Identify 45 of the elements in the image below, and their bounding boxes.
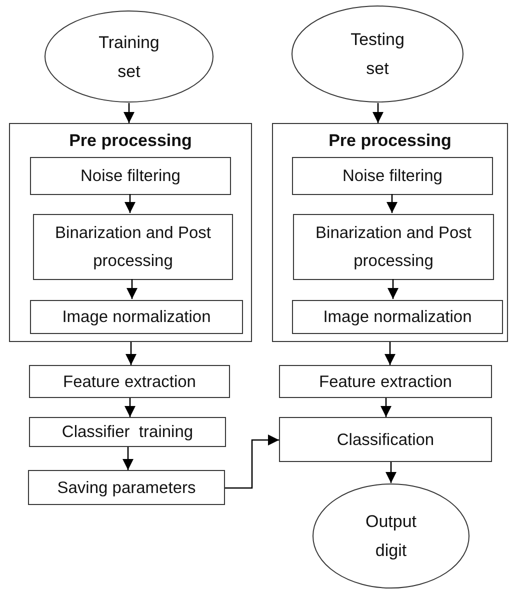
- node-label: Output digit: [364, 511, 418, 562]
- arrow: [386, 462, 396, 483]
- group-box: [9, 123, 252, 342]
- node-label: Training set: [98, 32, 160, 82]
- process-box: [29, 417, 226, 447]
- node-label: Classification: [336, 430, 434, 450]
- arrow: [386, 194, 398, 213]
- group-box: [272, 123, 508, 342]
- process-box: [30, 300, 243, 334]
- node-label: Binarization and Post processing: [54, 223, 212, 272]
- node-label: Feature extraction: [319, 372, 452, 392]
- arrow: [124, 194, 136, 213]
- node-label: Noise filtering: [342, 166, 442, 187]
- arrow: [124, 103, 134, 123]
- arrow: [122, 447, 134, 470]
- arrow: [126, 279, 138, 299]
- arrow: [388, 279, 398, 299]
- arrow: [124, 398, 136, 417]
- node-label: Image normalization: [62, 307, 211, 328]
- node-label: Image normalization: [323, 307, 472, 328]
- node-label: Binarization and Post processing: [314, 223, 472, 272]
- node-label: Saving parameters: [57, 478, 196, 498]
- arrow: [126, 342, 136, 365]
- arrow: [225, 434, 279, 489]
- group-heading: Pre processing: [328, 130, 452, 152]
- process-box: [279, 417, 492, 462]
- terminal-ellipse: [44, 10, 214, 103]
- process-box: [279, 365, 492, 398]
- arrow: [384, 342, 396, 365]
- process-box: [292, 157, 493, 195]
- process-box: [29, 365, 230, 398]
- arrow: [380, 398, 392, 417]
- node-label: Noise filtering: [80, 166, 180, 187]
- process-box: [292, 300, 503, 334]
- node-label: Classifier training: [62, 422, 194, 443]
- process-box: [30, 157, 231, 195]
- terminal-ellipse: [312, 483, 470, 589]
- process-box: [28, 470, 225, 505]
- terminal-ellipse: [291, 5, 464, 103]
- group-heading: Pre processing: [68, 130, 193, 152]
- node-label: Feature extraction: [63, 372, 196, 392]
- process-box: [33, 214, 233, 280]
- arrow: [372, 103, 384, 123]
- process-box: [293, 214, 494, 280]
- node-label: Testing set: [350, 29, 406, 80]
